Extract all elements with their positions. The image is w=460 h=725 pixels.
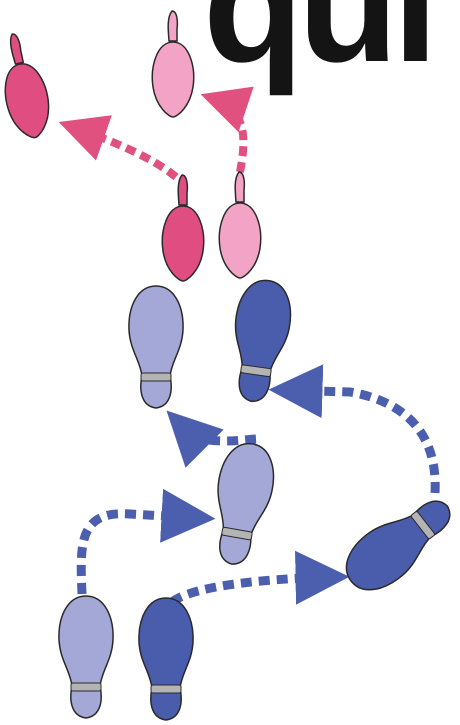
leader-left-heel-print-top	[0, 30, 55, 142]
leader-step-arrow-left	[70, 126, 176, 177]
leader-right-heel-print-top	[152, 11, 193, 117]
follower-left-shoe-print-bottom	[59, 596, 113, 718]
follower-step-arrow-loop	[282, 390, 435, 493]
follower-right-shoe-print-turned	[334, 485, 460, 603]
leader-left-heel-print-bottom	[162, 175, 203, 281]
leader-right-heel-print-bottom	[219, 172, 260, 278]
follower-step-arrow-right	[172, 577, 336, 602]
follower-right-shoe-print-upper	[225, 277, 296, 405]
leader-step-arrow-right	[212, 98, 243, 172]
follower-right-shoe-print-bottom	[139, 598, 193, 720]
follower-step-arrow-back	[176, 420, 256, 441]
follower-left-shoe-print-upper	[129, 286, 183, 408]
follower-step-arrow-up-left	[81, 514, 202, 594]
follower-left-shoe-print-middle	[205, 439, 279, 569]
